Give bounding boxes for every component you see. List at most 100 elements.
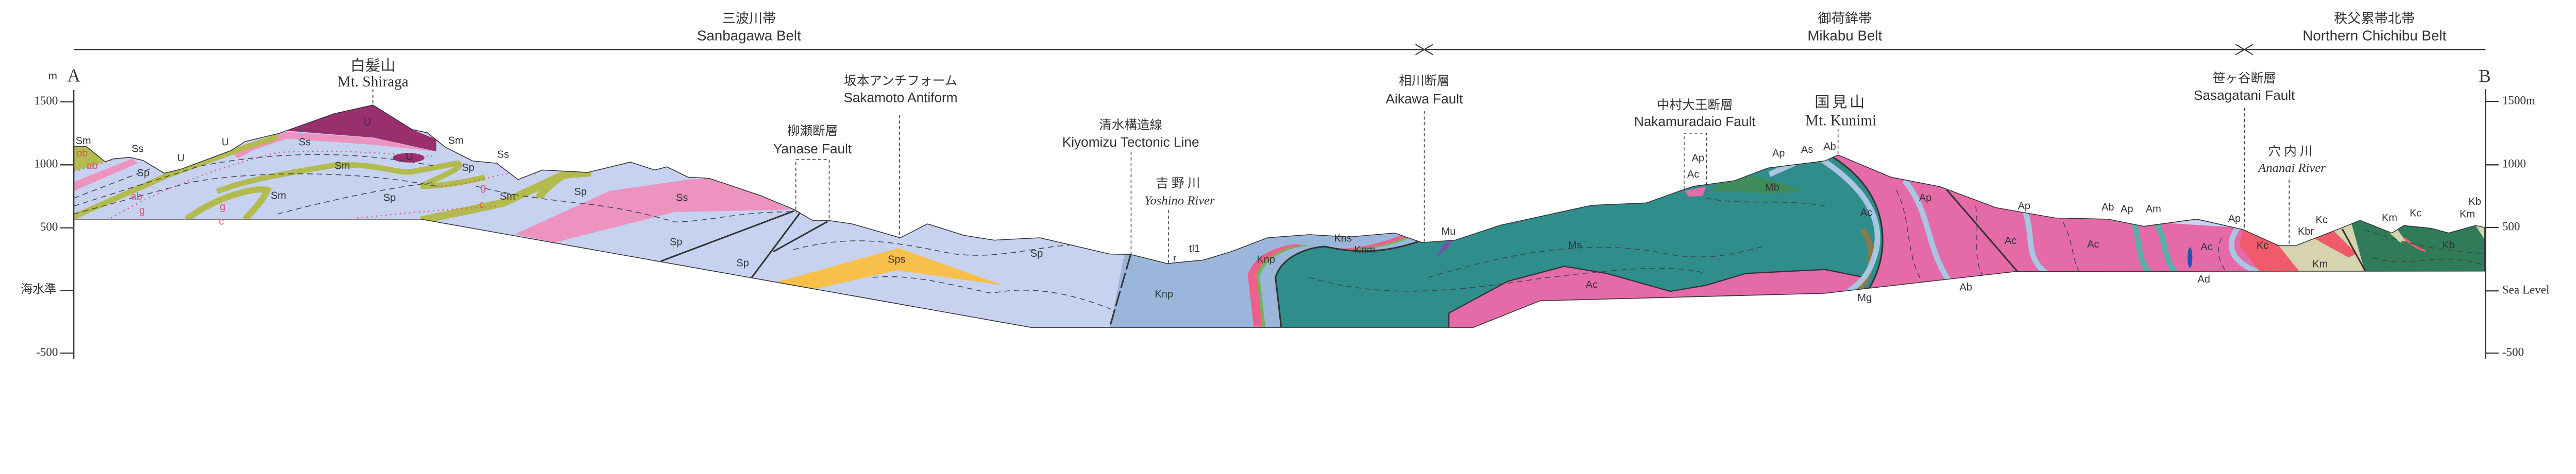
feature-labels: 白髪山 Mt. Shiraga 柳瀬断層 Yanase Fault 坂本アンチフ… xyxy=(337,57,2326,207)
unit-label: Ap xyxy=(1919,192,1931,203)
unit-label: ob xyxy=(76,148,88,159)
tick-label: 1500 xyxy=(34,94,58,107)
unit-km-fill xyxy=(2476,225,2485,240)
unit-label: Sp xyxy=(736,257,749,269)
unit-sm-band xyxy=(184,186,272,222)
unit-label: Sp xyxy=(574,186,586,198)
belt-boundary-mark xyxy=(1415,44,2253,56)
unit-label: Knp xyxy=(1155,289,1174,300)
unit-label: c xyxy=(479,199,484,210)
unit-label: Kns xyxy=(1334,233,1351,244)
label-en-sasagatani-fault: Sasagatani Fault xyxy=(2194,87,2295,103)
label-en-kiyomizu-line: Kiyomizu Tectonic Line xyxy=(1062,134,1199,150)
leader-lines xyxy=(372,89,2290,264)
unit-label: Knm xyxy=(1354,244,1375,256)
unit-sm-fill xyxy=(74,146,106,171)
unit-label: c xyxy=(219,216,224,227)
tick-label: 海水準 xyxy=(21,283,56,296)
unit-label: Ap xyxy=(2228,213,2241,224)
unit-label: Ap xyxy=(2121,204,2133,215)
unit-ss-fill xyxy=(231,132,437,159)
unit-label: ab xyxy=(87,161,98,172)
unit-label: Ss xyxy=(132,144,144,155)
unit-label: Sm xyxy=(271,190,286,201)
unit-label: Sm xyxy=(335,161,350,172)
unit-label: Kc xyxy=(2316,214,2328,225)
label-en-kunimi: Mt. Kunimi xyxy=(1805,112,1876,129)
unit-label: U xyxy=(405,151,413,163)
unit-label: Km xyxy=(2460,209,2475,220)
unit-label: Kb xyxy=(2443,240,2455,251)
label-en-sakamoto-antiform: Sakamoto Antiform xyxy=(843,90,957,106)
structure-dashed-lines xyxy=(74,154,2485,310)
unit-kc-sliver xyxy=(2313,230,2357,258)
tick-label: 1500m xyxy=(2502,93,2535,107)
unit-label: Ac xyxy=(1586,279,1598,291)
geologic-cross-section: 三波川帯 Sanbagawa Belt 御荷鉾帯 Mikabu Belt 秩父累… xyxy=(21,11,2549,359)
unit-label: Mu xyxy=(1442,226,1456,237)
tick-label: 1000 xyxy=(2502,157,2526,170)
unit-label: Ss xyxy=(299,137,311,148)
label-ja-sakamoto-antiform: 坂本アンチフォーム xyxy=(844,74,957,88)
label-ja-kunimi: 国見山 xyxy=(1815,94,1867,111)
label-en-ananai-river: Ananai River xyxy=(2257,161,2326,175)
unit-km-fill xyxy=(2279,220,2377,274)
tick-label: -500 xyxy=(2502,345,2524,358)
unit-label: Ac xyxy=(1860,207,1872,219)
unit-label: Ap xyxy=(2018,200,2030,212)
unit-label: Ab xyxy=(1959,282,1972,293)
red-dotted-horizons xyxy=(74,150,536,219)
belt-labels: 三波川帯 Sanbagawa Belt 御荷鉾帯 Mikabu Belt 秩父累… xyxy=(697,11,2447,44)
unit-label: Sp xyxy=(137,168,149,179)
unit-sps-fill xyxy=(776,248,1004,289)
unit-label: Sp xyxy=(462,162,474,173)
unit-label: tl1 xyxy=(1189,243,1200,255)
unit-label: Sm xyxy=(76,135,91,147)
belt-en-sanbagawa: Sanbagawa Belt xyxy=(697,28,801,44)
label-en-shiraga: Mt. Shiraga xyxy=(337,74,409,90)
unit-label: Ap xyxy=(1772,148,1785,159)
axis-unit-label: m xyxy=(48,68,57,82)
unit-labels: Sm ob ab Ss Sp U U Ss U U Sm ab g Sm g c… xyxy=(76,117,2481,304)
unit-label: Sp xyxy=(670,237,682,248)
geology-fills xyxy=(74,105,2485,328)
label-en-aikawa-fault: Aikawa Fault xyxy=(1386,91,1464,107)
unit-label: U xyxy=(364,117,371,128)
tick-label: 500 xyxy=(40,220,58,233)
unit-ss-fill xyxy=(74,159,138,191)
unit-label: Kb xyxy=(2468,196,2481,207)
belt-divider-line xyxy=(74,44,2486,56)
unit-label: ab xyxy=(131,191,142,202)
section-end-b: B xyxy=(2479,65,2491,86)
belt-ja-northern-chichibu: 秩父累帯北帯 xyxy=(2334,11,2415,26)
label-ja-ananai-river: 穴内川 xyxy=(2268,144,2315,159)
unit-label: g xyxy=(139,205,145,217)
unit-label: Ms xyxy=(1568,240,1582,251)
unit-label: Kbr xyxy=(2298,226,2314,237)
unit-label: Ac xyxy=(2200,241,2212,253)
belt-en-northern-chichibu: Northern Chichibu Belt xyxy=(2302,28,2446,44)
unit-label: Sp xyxy=(1030,248,1043,259)
label-ja-yanase-fault: 柳瀬断層 xyxy=(787,124,838,138)
unit-label: Ap xyxy=(1692,152,1704,164)
unit-label: U xyxy=(177,152,184,164)
unit-label: r xyxy=(1173,253,1177,264)
unit-label: g xyxy=(480,182,486,193)
label-en-nakamuradaio-fault: Nakamuradaio Fault xyxy=(1634,114,1756,129)
label-ja-yoshino-river: 吉野川 xyxy=(1156,176,1203,190)
unit-label: Mb xyxy=(1765,182,1780,193)
unit-ac-fill xyxy=(1684,186,1706,197)
unit-label: Sps xyxy=(888,254,906,265)
tick-label: 1000 xyxy=(34,157,58,170)
belt-en-mikabu: Mikabu Belt xyxy=(1807,28,1882,44)
unit-kc-band xyxy=(2403,237,2427,252)
tick-label: 500 xyxy=(2502,219,2520,233)
unit-label: Km xyxy=(2382,213,2397,224)
unit-mu-fill xyxy=(1436,239,1452,257)
label-ja-kiyomizu-line: 清水構造線 xyxy=(1099,118,1162,132)
unit-label: Kc xyxy=(2410,207,2421,219)
unit-label: Ac xyxy=(2087,239,2099,250)
unit-label: Mg xyxy=(1857,292,1872,304)
tick-label: -500 xyxy=(36,345,58,358)
unit-ad-fill xyxy=(2188,247,2193,268)
